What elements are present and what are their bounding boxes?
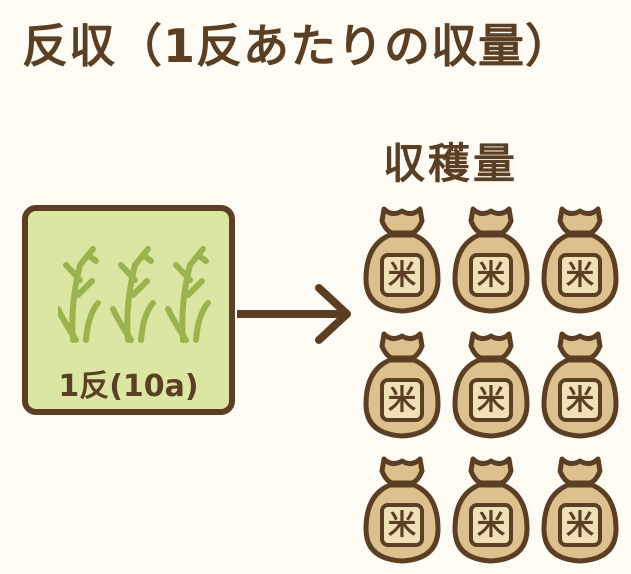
rice-bag-icon: 米	[451, 330, 531, 442]
bag-mark: 米	[388, 383, 416, 416]
rice-bag-icon: 米	[540, 205, 620, 317]
rice-bag-icon: 米	[451, 205, 531, 317]
rice-bag-icon: 米	[362, 330, 442, 442]
page-title: 反収（1反あたりの収量）	[22, 19, 573, 73]
field-label: 1反(10a)	[58, 369, 199, 404]
bag-mark: 米	[477, 508, 505, 541]
field-box: 1反(10a)	[22, 205, 235, 415]
bag-mark: 米	[388, 508, 416, 541]
rice-bag-icon: 米	[362, 455, 442, 567]
rice-bag-icon: 米	[540, 455, 620, 567]
rice-plant-icon	[58, 246, 101, 343]
bag-mark: 米	[566, 383, 594, 416]
rice-plant-icon	[110, 246, 156, 343]
bag-mark: 米	[477, 258, 505, 291]
rice-plant-icon	[165, 246, 211, 343]
bag-mark: 米	[388, 258, 416, 291]
harvest-label: 収穫量	[383, 139, 519, 188]
rice-bag-icon: 米	[451, 455, 531, 567]
rice-bag-icon: 米	[540, 330, 620, 442]
rice-plants-icon	[58, 246, 211, 343]
bag-mark: 米	[566, 258, 594, 291]
rice-bag-icon: 米	[362, 205, 442, 317]
arrow-right-icon	[237, 284, 351, 344]
bag-mark: 米	[566, 508, 594, 541]
bag-mark: 米	[477, 383, 505, 416]
